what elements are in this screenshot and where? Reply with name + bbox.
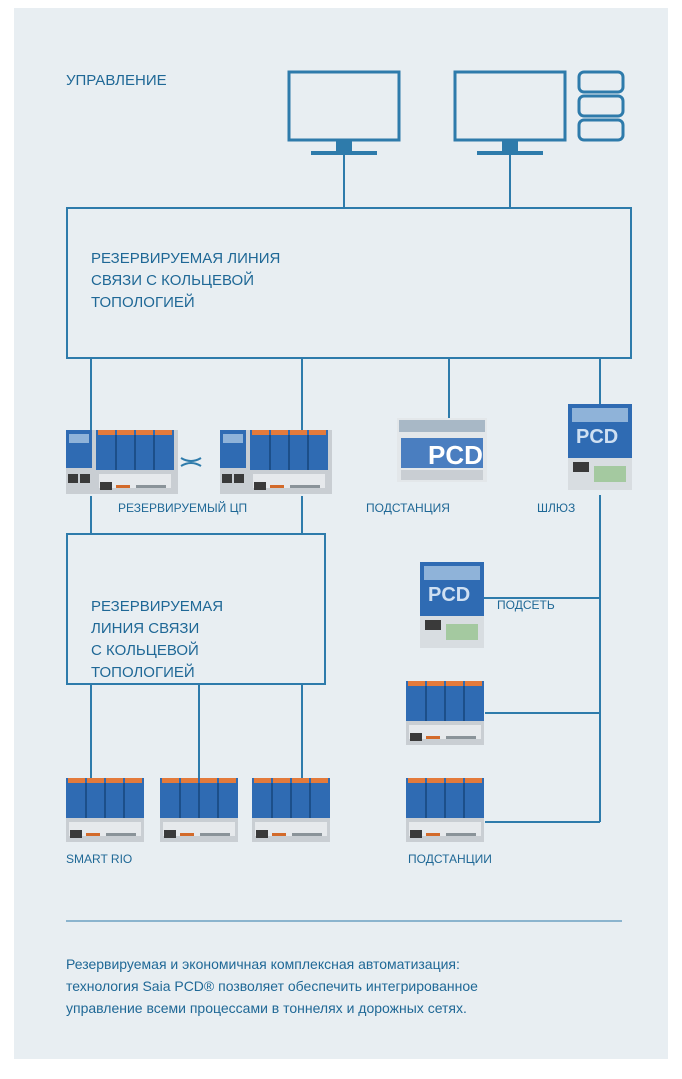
workstation-monitor-1: [287, 70, 401, 157]
smart-rio-module-3: [252, 778, 330, 842]
redundant-cpu-1: [66, 430, 178, 494]
substations-label: ПОДСТАНЦИИ: [408, 852, 492, 866]
redundant-cpu-label: РЕЗЕРВИРУЕМЫЙ ЦП: [118, 501, 248, 515]
caption: Резервируемая и экономичная комплексная …: [66, 956, 478, 1016]
substation-module-a: [406, 681, 484, 745]
ring-box-top: [66, 207, 632, 359]
control-label: УПРАВЛЕНИЕ: [66, 72, 167, 89]
smart-rio-label: SMART RIO: [66, 852, 133, 866]
ring-top-label: РЕЗЕРВИРУЕМАЯ ЛИНИЯ СВЯЗИ С КОЛЬЦЕВОЙ ТО…: [91, 250, 281, 311]
smart-rio-module-2: [160, 778, 238, 842]
substation-label: ПОДСТАНЦИЯ: [366, 501, 450, 515]
redundancy-link-icon: [180, 457, 202, 467]
pcd-logo-text: PCD: [428, 440, 483, 470]
redundant-cpu-2: [220, 430, 332, 494]
ring-bottom-label: РЕЗЕРВИРУЕМАЯ ЛИНИЯ СВЯЗИ С КОЛЬЦЕВОЙ ТО…: [91, 598, 224, 681]
server-icon: [577, 70, 625, 142]
gateway-label: ШЛЮЗ: [537, 501, 576, 515]
ring-box-bottom: [66, 533, 326, 685]
subnet-label: ПОДСЕТЬ: [497, 598, 555, 612]
pcd-logo-text-subnet: PCD: [428, 584, 471, 606]
smart-rio-module-1: [66, 778, 144, 842]
workstation-monitor-2: [453, 70, 567, 157]
substation-module: [397, 418, 487, 482]
pcd-logo-text-gateway: PCD: [576, 426, 619, 448]
substation-module-b: [406, 778, 484, 842]
